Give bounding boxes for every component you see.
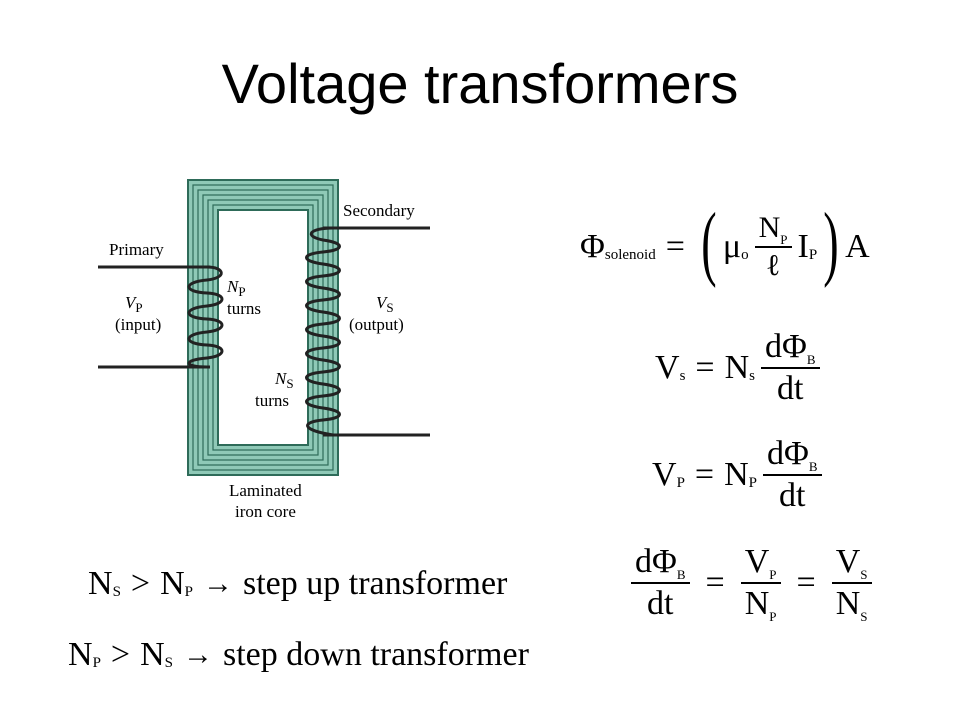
slide-title: Voltage transformers <box>221 52 739 115</box>
ratio-equation: dΦB dt = VP NP = VS NS <box>625 545 878 623</box>
ns-note: turns <box>255 391 289 410</box>
np-label: NP <box>226 277 246 299</box>
ns-label: NS <box>274 369 294 391</box>
vp-label: VP <box>125 293 143 315</box>
primary-coil <box>187 265 224 369</box>
laminated-iron-core <box>187 179 339 476</box>
vp-note: (input) <box>115 315 161 334</box>
arrow-icon: → <box>203 567 233 600</box>
vs-note: (output) <box>349 315 404 334</box>
core-label-line1: Laminated <box>229 481 302 500</box>
secondary-label: Secondary <box>343 201 415 220</box>
secondary-coil <box>305 226 341 437</box>
core-label-line2: iron core <box>235 502 296 521</box>
np-note: turns <box>227 299 261 318</box>
vs-label: VS <box>376 293 394 315</box>
transformer-diagram: Primary Secondary VP (input) NP turns VS… <box>98 179 430 521</box>
primary-label: Primary <box>109 240 164 259</box>
arrow-icon: → <box>183 638 213 671</box>
